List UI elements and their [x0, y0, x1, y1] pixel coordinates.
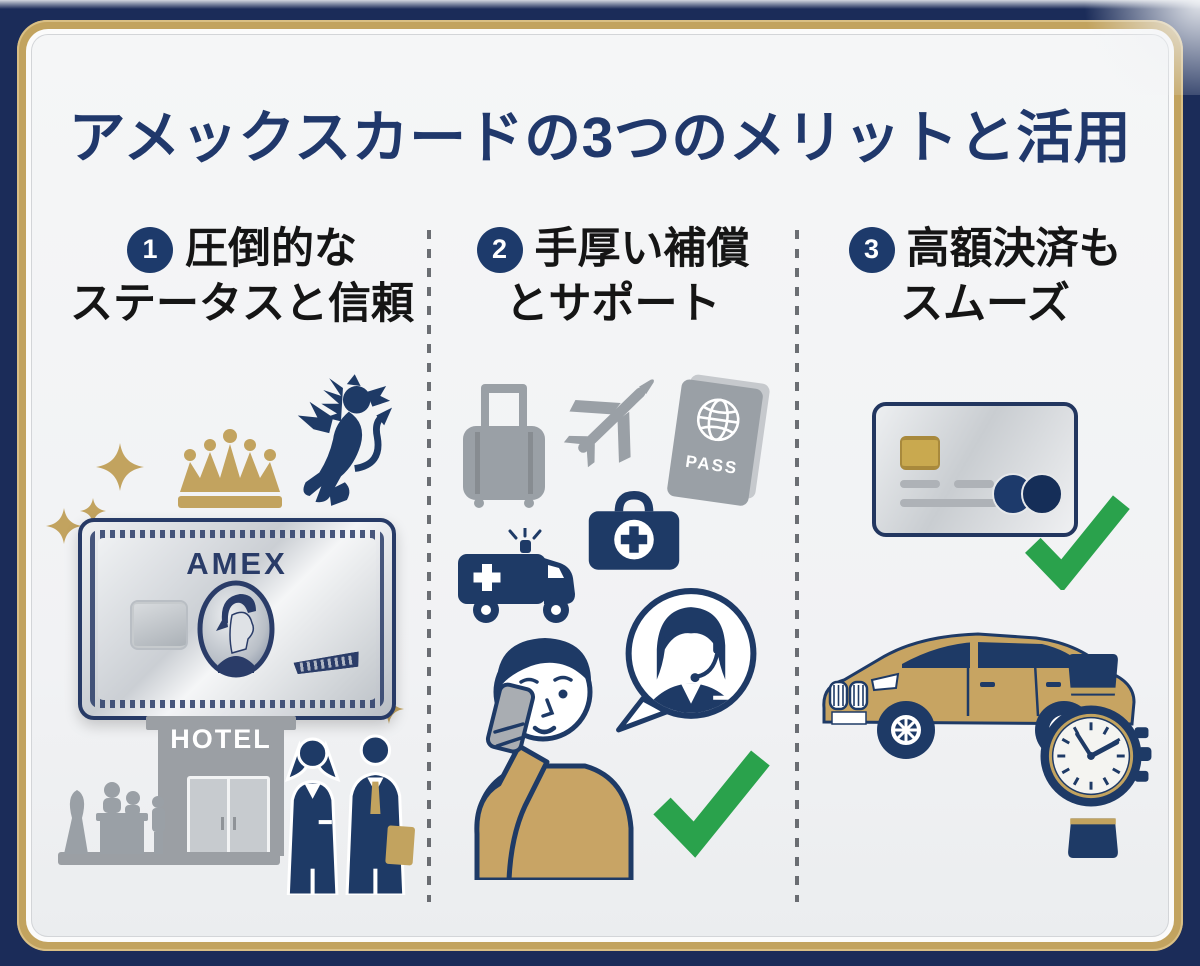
- dual-circles-logo: [992, 473, 1063, 515]
- column-1-heading: 1 圧倒的な ステータスと信頼: [60, 222, 424, 332]
- column-2-title-line2: とサポート: [505, 280, 721, 329]
- passport-label: PASS: [684, 451, 740, 478]
- card-brand-label: AMEX: [186, 546, 288, 581]
- check-icon: [1025, 495, 1130, 590]
- column-divider-2: [795, 230, 799, 902]
- number-badge-2: 2: [476, 226, 523, 273]
- centurion-icon: [197, 580, 275, 678]
- column-3-heading: 3 高額決済も スムーズ: [808, 222, 1162, 332]
- reception-silhouettes: [64, 782, 165, 854]
- hotel-door-right: [230, 779, 267, 856]
- number-badge-1: 1: [127, 226, 173, 273]
- hotel-sign: HOTEL: [170, 724, 272, 754]
- suitcase-icon: [463, 384, 545, 508]
- card-chip-icon: [130, 600, 188, 650]
- check-icon: [653, 750, 770, 858]
- credit-card-icon: [872, 402, 1078, 537]
- ambulance-icon: [458, 528, 575, 623]
- airplane-icon: [563, 379, 654, 468]
- sparkle-icon: [80, 498, 106, 524]
- passport-icon: PASS: [666, 373, 771, 507]
- column-2-heading: 2 手厚い補償 とサポート: [438, 222, 788, 332]
- crown-icon: [178, 429, 282, 508]
- page-title: アメックスカードの3つのメリットと活用: [68, 106, 1132, 170]
- caller-icon: [474, 638, 634, 880]
- number-badge-3: 3: [848, 226, 895, 273]
- business-couple-silhouette: [284, 734, 415, 895]
- hotel-base-platform: [58, 852, 280, 865]
- card-face: AMEX: [98, 538, 376, 700]
- sparkle-icon: [96, 443, 144, 491]
- hotel-door-left: [190, 779, 227, 856]
- column-1-title-line1: 圧倒的な: [185, 225, 357, 273]
- column-3-title-line2: スムーズ: [900, 280, 1070, 329]
- column-divider-1: [427, 230, 431, 902]
- watch-icon: [1040, 653, 1152, 859]
- hotel-doorway: [187, 776, 270, 856]
- sparkle-icon: [46, 508, 82, 544]
- column-1-title-line2: ステータスと信頼: [70, 280, 414, 329]
- operator-icon: [616, 588, 757, 733]
- card-ribbon: [293, 651, 360, 675]
- column-3-title-line1: 高額決済も: [906, 225, 1122, 273]
- column-2-title-line1: 手厚い補償: [534, 225, 750, 273]
- lion-icon: [297, 374, 393, 506]
- amex-card-icon: AMEX: [78, 518, 396, 720]
- first-aid-kit-icon: [588, 491, 680, 570]
